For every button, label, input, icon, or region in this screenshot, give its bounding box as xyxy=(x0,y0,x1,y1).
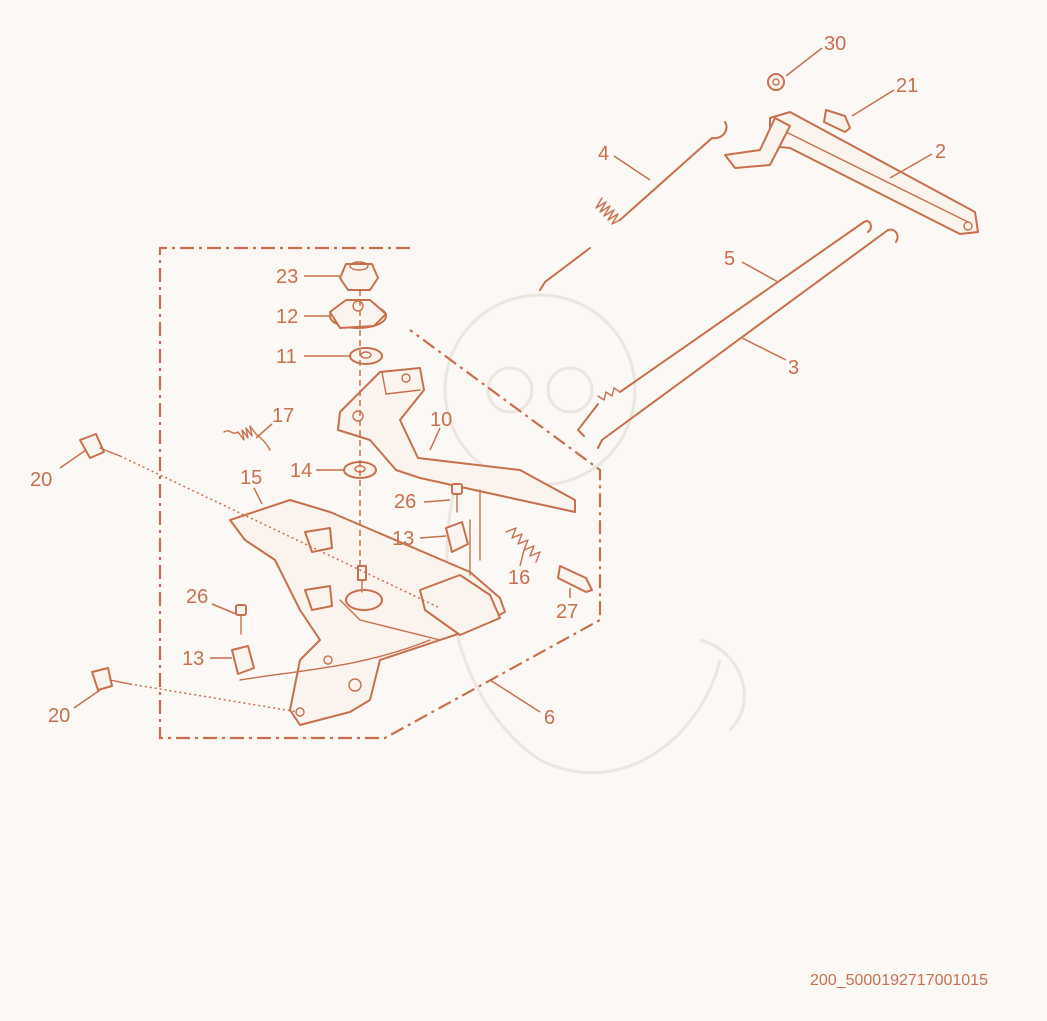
part-4-rod xyxy=(539,121,728,291)
part-6-base-bracket xyxy=(229,489,506,726)
part-21-bolt xyxy=(823,109,851,133)
part-26-bolt-upper xyxy=(451,483,463,513)
watermark-mascot xyxy=(443,293,746,775)
callout-26-upper: 26 xyxy=(394,491,416,513)
callout-15: 15 xyxy=(240,467,262,489)
part-11-washer xyxy=(349,347,383,365)
callout-16: 16 xyxy=(508,567,530,589)
callout-12: 12 xyxy=(276,306,298,328)
alignment-line-lower xyxy=(129,683,299,713)
figure-id: 200_5000192717001015 xyxy=(810,972,988,989)
callout-5: 5 xyxy=(724,248,735,270)
callout-6: 6 xyxy=(544,707,555,729)
part-30-nut xyxy=(767,73,785,91)
callouts: 30 21 2 4 5 3 23 12 11 17 10 14 15 26 13… xyxy=(30,33,946,729)
callout-17: 17 xyxy=(272,405,294,427)
part-10-arm xyxy=(337,367,576,513)
part-13-clip-upper xyxy=(445,521,469,553)
part-2-lever xyxy=(724,111,979,235)
part-20-bolt-upper xyxy=(79,433,121,459)
callout-11: 11 xyxy=(276,346,297,368)
callout-30: 30 xyxy=(824,33,846,55)
callout-27: 27 xyxy=(556,601,578,623)
callout-20-lower: 20 xyxy=(48,705,70,727)
callout-20-upper: 20 xyxy=(30,469,52,491)
part-27-bolt xyxy=(557,565,593,593)
callout-10: 10 xyxy=(430,409,452,431)
part-5-rod xyxy=(577,220,872,437)
callout-3: 3 xyxy=(788,357,799,379)
part-23-nut xyxy=(339,261,379,291)
callout-13-lower: 13 xyxy=(182,648,204,670)
callout-2: 2 xyxy=(935,141,946,163)
part-3-rod xyxy=(597,228,899,449)
callout-14: 14 xyxy=(290,460,312,482)
callout-26-lower: 26 xyxy=(186,586,208,608)
callout-21: 21 xyxy=(896,75,918,97)
callout-13-upper: 13 xyxy=(392,528,414,550)
part-20-bolt-lower xyxy=(91,667,131,691)
part-13-clip-lower xyxy=(231,645,255,675)
callout-4: 4 xyxy=(598,143,609,165)
part-16-spring xyxy=(505,527,541,563)
part-26-bolt-lower xyxy=(235,604,247,635)
alignment-line-upper xyxy=(119,455,441,609)
part-12-plate xyxy=(329,299,387,329)
callout-23: 23 xyxy=(276,266,298,288)
assembly-boundary xyxy=(158,246,602,740)
part-17-spring xyxy=(223,425,271,451)
